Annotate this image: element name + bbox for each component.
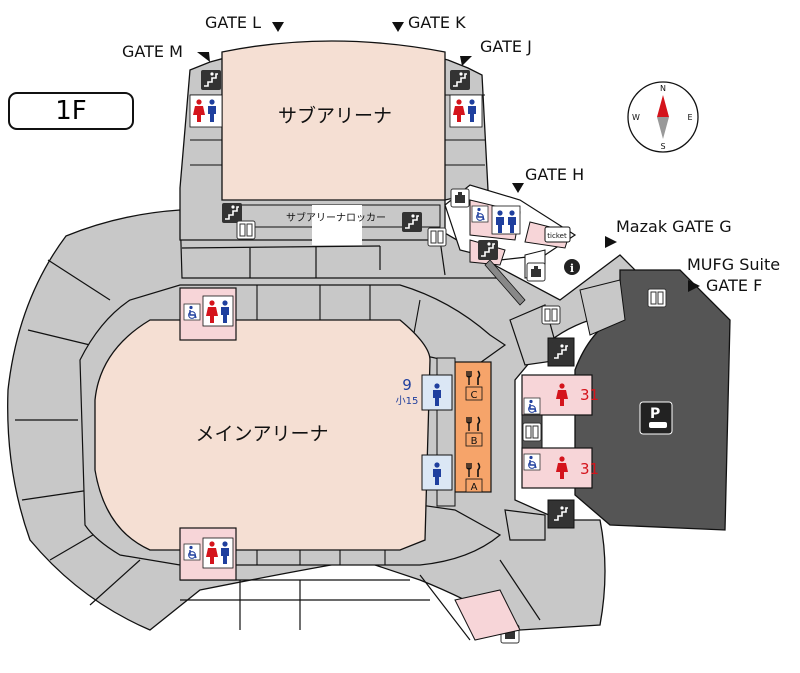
gate-l-label: GATE L [205, 13, 261, 32]
main-arena-label: メインアリーナ [195, 423, 328, 445]
elevator-icon [541, 305, 561, 325]
sub-arena-locker-label: サブアリーナロッカー [286, 211, 386, 224]
stairs-icon [200, 69, 222, 91]
womens-count-lower: 31 [580, 460, 599, 478]
sub-arena-floor [221, 40, 446, 201]
gate-h-label: GATE H [525, 165, 584, 184]
wheelchair-icon [523, 397, 541, 415]
svg-text:S: S [660, 142, 665, 151]
gate-f-line1: MUFG Suite [687, 255, 780, 274]
svg-text:E: E [687, 113, 692, 122]
gate-g-label: Mazak GATE G [616, 217, 732, 236]
ticket-counter [544, 226, 571, 243]
stairs-icon [221, 202, 243, 224]
ticket-label: ticket [547, 232, 567, 240]
stairs-icon [550, 341, 572, 363]
compass-north-needle [657, 95, 669, 117]
stairs-icon [550, 503, 572, 525]
elevator-icon [236, 220, 256, 240]
food-stall-c: C [471, 390, 478, 401]
locker-icon [450, 188, 470, 208]
stairs-icon [449, 69, 471, 91]
compass: N S E W [627, 81, 699, 153]
food-court [454, 361, 492, 493]
svg-text:W: W [632, 113, 640, 122]
elevator-icon [427, 227, 447, 247]
wheelchair-icon [523, 453, 541, 471]
stairs-icon [477, 239, 499, 261]
womens-count-upper: 31 [580, 386, 599, 404]
food-stall-a: A [471, 482, 478, 493]
food-stall-list: C B A [465, 370, 483, 493]
wheelchair-icon [183, 303, 201, 321]
gate-k-label: GATE K [408, 13, 466, 32]
wheelchair-icon [183, 543, 201, 561]
locker-icon [526, 262, 546, 282]
seating-section-lines [15, 209, 541, 641]
main-arena-floor [94, 319, 431, 551]
food-stall-b: B [471, 436, 478, 447]
gate-labels: GATE L GATE K GATE M GATE J GATE H Mazak… [122, 13, 780, 295]
mens-count: 9 [402, 376, 412, 394]
svg-text:i: i [570, 262, 574, 275]
svg-text:P: P [650, 406, 660, 422]
info-icon [564, 259, 580, 275]
gate-j-label: GATE J [480, 37, 532, 56]
elevator-icon [522, 422, 542, 442]
wheelchair-icon [471, 205, 489, 223]
gate-f-line2: GATE F [706, 276, 762, 295]
elevator-icon [647, 288, 667, 308]
gate-m-label: GATE M [122, 42, 183, 61]
floor-indicator: 1F [8, 92, 134, 130]
sub-arena-label: サブアリーナ [278, 104, 392, 127]
svg-text:N: N [660, 84, 666, 93]
mens-small-count: 小15 [396, 395, 419, 407]
stairs-icon [401, 211, 423, 233]
